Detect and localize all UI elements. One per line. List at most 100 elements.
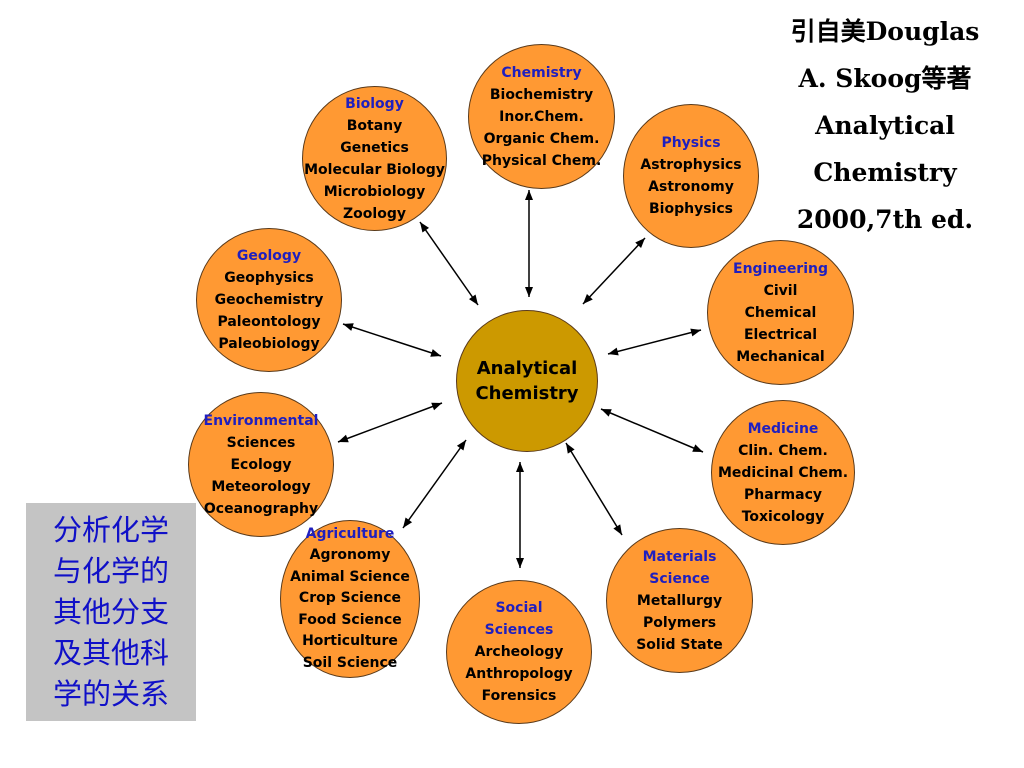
node-item: Genetics [340, 139, 409, 156]
node-item: Forensics [481, 688, 557, 704]
arrowhead [692, 444, 703, 452]
node-item: Biophysics [649, 201, 733, 217]
arrowhead [343, 323, 354, 331]
citation: 引自美Douglas A. Skoog等著 Analytical Chemist… [760, 8, 1010, 243]
node-item: Botany [346, 117, 403, 134]
arrowhead [583, 293, 593, 304]
connector-line [342, 323, 442, 357]
node-item: Soil Science [302, 654, 398, 671]
caption-line: 其他分支 [52, 594, 169, 629]
arrowhead [635, 238, 645, 249]
connector-line [402, 439, 467, 529]
arrowhead [566, 443, 575, 454]
arrowhead [430, 349, 441, 357]
arrowhead [601, 409, 612, 417]
node-item: Civil [763, 282, 798, 299]
node-title: Physics [661, 135, 721, 151]
node-physics: Physics Astrophysics Astronomy Biophysic… [623, 104, 759, 248]
connector-line [600, 408, 704, 453]
node-item: Inor.Chem. [499, 108, 584, 125]
citation-line: 2000,7th ed. [796, 205, 974, 234]
node-item: Astrophysics [640, 157, 742, 173]
node-item: Archeology [474, 644, 564, 660]
node-title: Environmental [203, 412, 319, 429]
node-environmental: Environmental Sciences Ecology Meteorolo… [188, 392, 334, 537]
node-item: Geophysics [224, 270, 314, 286]
center-label: Analytical [476, 358, 578, 379]
node-item: Biochemistry [489, 86, 594, 103]
citation-line: Chemistry [813, 158, 957, 187]
node-item: Astronomy [648, 179, 734, 195]
node-title: Agriculture [305, 525, 395, 542]
arrowhead [456, 440, 466, 451]
caption-line: 分析化学 [52, 512, 169, 547]
node-item: Medicinal Chem. [717, 464, 849, 481]
node-social-sciences: Social Sciences Archeology Anthropology … [446, 580, 592, 724]
arrowhead [608, 347, 619, 356]
connector-line [582, 237, 646, 305]
caption-line: 及其他科 [52, 635, 169, 670]
arrowhead [338, 434, 349, 443]
node-chemistry: Chemistry Biochemistry Inor.Chem. Organi… [468, 44, 615, 189]
citation-line: Analytical [815, 111, 955, 140]
arrowhead [403, 517, 413, 528]
node-engineering: Engineering Civil Chemical Electrical Me… [707, 240, 854, 385]
node-item: Agronomy [309, 547, 391, 564]
citation-line: 引自美Douglas [790, 17, 980, 46]
node-item: Ecology [230, 456, 292, 473]
node-item: Horticulture [302, 633, 398, 650]
node-title: Chemistry [501, 64, 582, 81]
node-item: Oceanography [203, 500, 319, 517]
arrowhead [516, 462, 524, 472]
node-item: Anthropology [465, 666, 573, 682]
node-materials-science: Materials Science Metallurgy Polymers So… [606, 528, 753, 673]
node-title: Medicine [747, 420, 819, 437]
arrowhead [613, 524, 622, 535]
node-item: Microbiology [323, 183, 426, 200]
node-item: Animal Science [290, 568, 410, 585]
node-item: Polymers [642, 614, 717, 631]
citation-line: A. Skoog等著 [798, 64, 972, 93]
node-item: Metallurgy [636, 592, 723, 609]
connector-line [607, 329, 702, 355]
arrowhead [690, 328, 701, 337]
node-item: Physical Chem. [481, 152, 602, 169]
node-item: Clin. Chem. [738, 442, 828, 459]
arrowhead [420, 222, 430, 233]
node-item: Chemical [744, 304, 817, 321]
node-item: Toxicology [741, 508, 825, 525]
arrowhead [525, 287, 533, 297]
node-item: Pharmacy [743, 486, 823, 503]
chinese-caption-box: 分析化学 与化学的 其他分支 及其他科 学的关系 [26, 503, 196, 721]
node-title: Social Sciences [484, 600, 554, 638]
connector-line [419, 221, 479, 306]
caption-line: 与化学的 [52, 553, 169, 588]
node-item: Solid State [636, 636, 723, 653]
node-item: Zoology [343, 205, 406, 222]
node-title: Biology [345, 95, 404, 112]
arrowhead [516, 558, 524, 568]
node-biology: Biology Botany Genetics Molecular Biolog… [302, 86, 447, 231]
node-item: Organic Chem. [483, 130, 600, 147]
node-title: Geology [236, 248, 302, 264]
node-item: Food Science [298, 611, 402, 628]
node-agriculture: Agriculture Agronomy Animal Science Crop… [280, 520, 420, 678]
node-item: Geochemistry [214, 292, 324, 308]
center-node-analytical-chemistry: Analytical Chemistry [456, 310, 598, 452]
node-item: Mechanical [736, 348, 825, 365]
connector-line [337, 402, 443, 443]
arrowhead [431, 402, 442, 411]
node-item: Paleobiology [218, 336, 320, 352]
node-medicine: Medicine Clin. Chem. Medicinal Chem. Pha… [711, 400, 855, 545]
node-title: Materials Science [642, 548, 717, 587]
connector-line [565, 442, 623, 536]
node-item: Electrical [743, 326, 818, 343]
node-geology: Geology Geophysics Geochemistry Paleonto… [196, 228, 342, 372]
arrowhead [468, 294, 478, 305]
node-item: Paleontology [217, 314, 321, 330]
node-item: Meteorology [211, 478, 311, 495]
node-item: Molecular Biology [304, 161, 445, 178]
center-label: Chemistry [475, 383, 579, 404]
node-item: Sciences [226, 434, 296, 451]
